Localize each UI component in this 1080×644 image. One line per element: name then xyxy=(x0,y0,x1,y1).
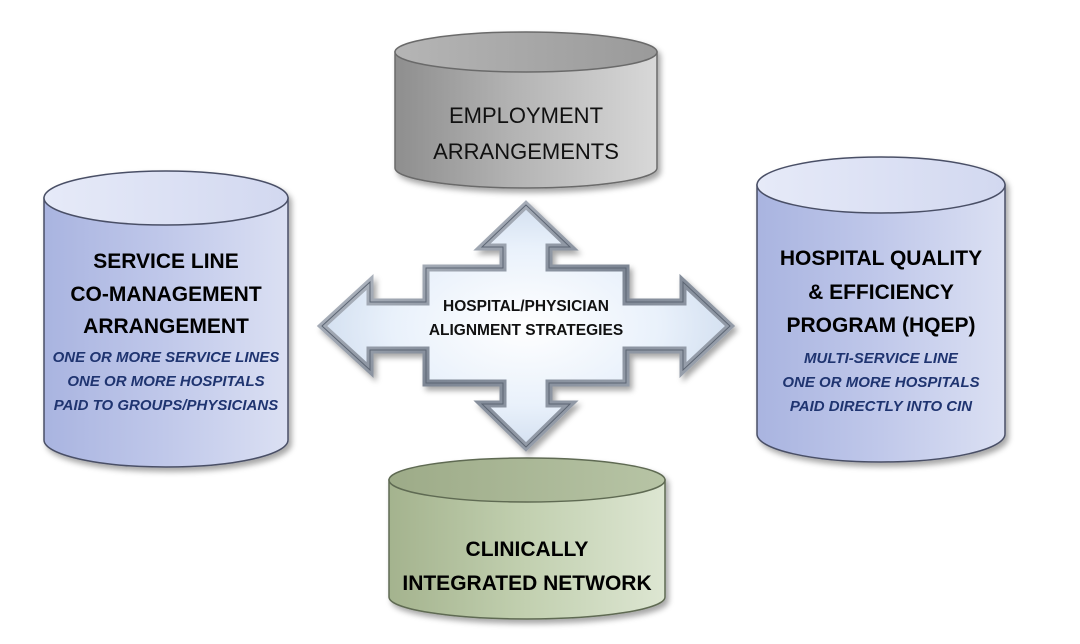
center-label: HOSPITAL/PHYSICIAN ALIGNMENT STRATEGIES xyxy=(410,295,642,343)
hqep-detail: MULTI-SERVICE LINE xyxy=(804,349,958,367)
hqep-title-line3: PROGRAM (HQEP) xyxy=(786,314,976,338)
service-line-title-line3: ARRANGEMENT xyxy=(83,315,249,339)
clinically-integrated-cylinder xyxy=(388,457,666,620)
hqep-title-line2: & EFFICIENCY xyxy=(808,280,954,304)
employment-label: EMPLOYMENT ARRANGEMENTS xyxy=(400,98,652,171)
hqep-title-line1: HOSPITAL QUALITY xyxy=(779,247,983,270)
hqep-detail: ONE OR MORE HOSPITALS xyxy=(782,373,980,391)
service-line-detail: ONE OR MORE SERVICE LINES xyxy=(52,348,280,366)
hqep-cylinder xyxy=(756,156,1006,463)
four-way-arrow-icon xyxy=(316,200,736,452)
center-label-line1: HOSPITAL/PHYSICIAN xyxy=(443,298,609,315)
service-line-label: SERVICE LINE CO-MANAGEMENT ARRANGEMENT O… xyxy=(44,246,288,418)
service-line-title-line1: SERVICE LINE xyxy=(93,250,239,273)
employment-cylinder xyxy=(394,31,658,189)
service-line-cylinder xyxy=(43,170,289,468)
clinically-integrated-label: CLINICALLY INTEGRATED NETWORK xyxy=(389,533,665,600)
service-line-detail: ONE OR MORE HOSPITALS xyxy=(67,372,265,390)
hqep-detail: PAID DIRECTLY INTO CIN xyxy=(789,397,973,415)
employment-label-line1: EMPLOYMENT xyxy=(448,103,604,128)
clinically-integrated-line2: INTEGRATED NETWORK xyxy=(402,571,652,595)
employment-label-line2: ARRANGEMENTS xyxy=(433,139,619,165)
service-line-detail: PAID TO GROUPS/PHYSICIANS xyxy=(53,396,279,414)
service-line-title-line2: CO-MANAGEMENT xyxy=(70,282,262,306)
center-label-line2: ALIGNMENT STRATEGIES xyxy=(428,322,624,340)
hqep-label: HOSPITAL QUALITY & EFFICIENCY PROGRAM (H… xyxy=(757,242,1005,419)
clinically-integrated-line1: CLINICALLY xyxy=(465,538,589,561)
